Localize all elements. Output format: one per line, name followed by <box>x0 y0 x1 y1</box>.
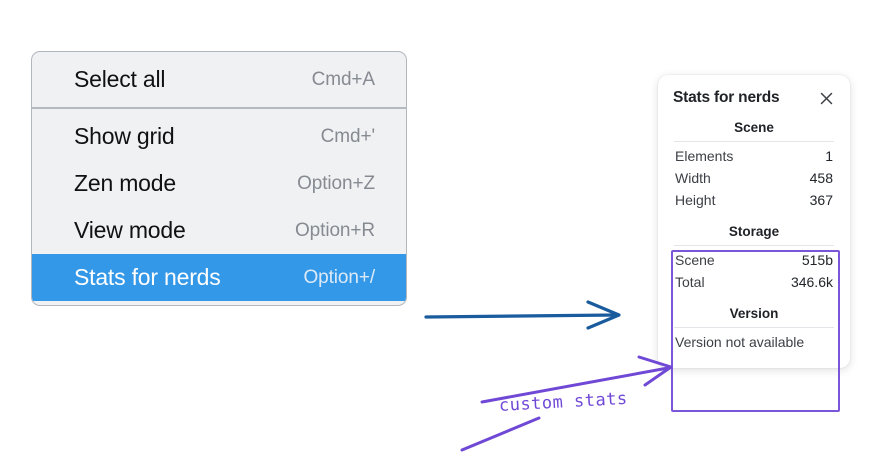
section-heading-storage: Storage <box>728 224 780 239</box>
menu-item-shortcut: Option+/ <box>303 266 375 288</box>
panel-title: Stats for nerds <box>673 89 780 106</box>
menu-item-zen-mode[interactable]: Zen mode Option+Z <box>32 160 406 207</box>
stat-key: Total <box>675 274 705 290</box>
context-menu[interactable]: Select all Cmd+A Show grid Cmd+' Zen mod… <box>31 51 407 306</box>
menu-item-label: Zen mode <box>74 170 176 196</box>
section-divider <box>674 245 834 246</box>
version-status-text: Version not available <box>675 334 805 350</box>
stat-value: 458 <box>809 170 833 186</box>
section-heading-scene: Scene <box>734 120 774 135</box>
stat-key: Scene <box>675 252 715 268</box>
stat-key: Height <box>675 192 716 208</box>
stat-row: Scene 515b <box>672 249 836 271</box>
stat-row: Width 458 <box>672 167 836 189</box>
stat-key: Elements <box>675 148 734 164</box>
menu-item-shortcut: Cmd+' <box>320 125 375 147</box>
menu-group-2: Show grid Cmd+' Zen mode Option+Z View m… <box>32 107 406 305</box>
menu-item-shortcut: Option+Z <box>297 172 375 194</box>
menu-item-label: View mode <box>74 217 186 243</box>
panel-titlebar: Stats for nerds <box>672 87 836 107</box>
section-heading-version: Version <box>729 306 779 321</box>
menu-item-label: Select all <box>74 66 166 92</box>
menu-group-1: Select all Cmd+A <box>32 52 406 107</box>
stat-value: 515b <box>801 252 833 268</box>
stat-value: 367 <box>809 192 833 208</box>
menu-item-show-grid[interactable]: Show grid Cmd+' <box>32 113 406 160</box>
stat-row: Elements 1 <box>672 145 836 167</box>
menu-item-select-all[interactable]: Select all Cmd+A <box>32 56 406 103</box>
stat-row: Total 346.6k <box>672 271 836 293</box>
menu-item-view-mode[interactable]: View mode Option+R <box>32 207 406 254</box>
menu-item-shortcut: Cmd+A <box>311 68 375 90</box>
stats-for-nerds-panel: Stats for nerds Scene Elements 1 Width 4… <box>658 75 850 368</box>
menu-item-label: Stats for nerds <box>74 264 221 290</box>
flow-arrow-icon <box>424 300 621 330</box>
stat-row: Height 367 <box>672 189 836 211</box>
close-icon[interactable] <box>818 90 835 107</box>
section-divider <box>674 327 834 328</box>
stat-value: 1 <box>825 148 833 164</box>
section-divider <box>674 141 834 142</box>
callout-label-custom-stats: custom stats <box>498 388 629 416</box>
stat-key: Width <box>675 170 711 186</box>
menu-item-label: Show grid <box>74 123 175 149</box>
stat-value: 346.6k <box>790 274 833 290</box>
menu-item-shortcut: Option+R <box>295 219 375 241</box>
menu-item-stats-for-nerds[interactable]: Stats for nerds Option+/ <box>32 254 406 301</box>
